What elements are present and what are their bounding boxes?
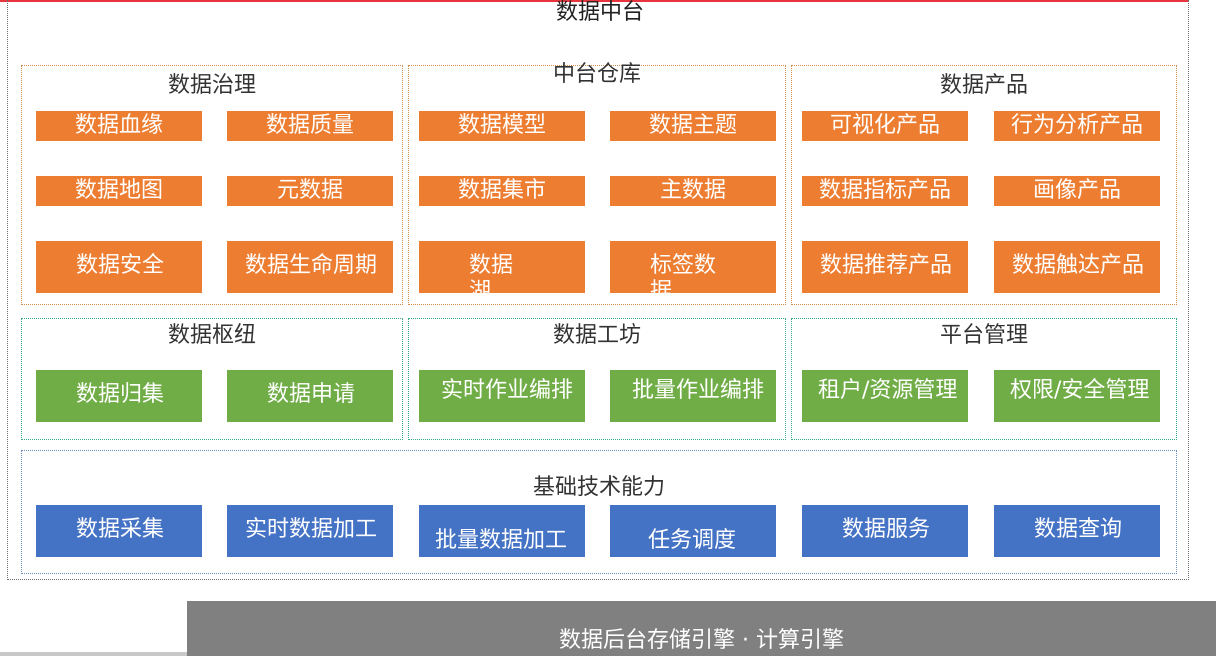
box-data-query: 数据查询 xyxy=(994,505,1160,557)
box-reach-product: 数据触达产品 xyxy=(994,241,1160,293)
box-data-collection: 数据归集 xyxy=(36,370,202,422)
section-platform-management: 平台管理 xyxy=(791,318,1177,440)
backend-engine-bar: 数据后台存储引擎 · 计算引擎 xyxy=(187,601,1216,656)
data-middle-platform xyxy=(7,0,1189,580)
box-data-mart: 数据集市 xyxy=(419,176,585,206)
box-tenant-resource-management: 租户/资源管理 xyxy=(802,370,968,422)
box-data-lake: 数据湖 xyxy=(419,241,585,293)
box-permission-security-management: 权限/安全管理 xyxy=(994,370,1160,422)
box-data-lifecycle: 数据生命周期 xyxy=(227,241,393,293)
top-accent-line xyxy=(0,0,1188,2)
box-batch-processing: 批量数据加工 xyxy=(419,505,585,557)
section-data-workshop: 数据工坊 xyxy=(408,318,786,440)
box-data-lineage: 数据血缘 xyxy=(36,111,202,141)
box-data-model: 数据模型 xyxy=(419,111,585,141)
box-metrics-product: 数据指标产品 xyxy=(802,176,968,206)
section-data-hub: 数据枢纽 xyxy=(21,318,403,440)
box-data-security: 数据安全 xyxy=(36,241,202,293)
box-master-data: 主数据 xyxy=(610,176,776,206)
bottom-edge-line xyxy=(0,652,187,656)
section-warehouse: 中台仓库 xyxy=(408,62,786,305)
section-title-products: 数据产品 xyxy=(939,73,1028,98)
platform-title: 数据中台 xyxy=(555,0,644,25)
box-task-scheduling: 任务调度 xyxy=(610,505,776,557)
box-realtime-job-orchestration: 实时作业编排 xyxy=(419,370,585,422)
box-visualization-product: 可视化产品 xyxy=(802,111,968,141)
box-behavior-analysis-product: 行为分析产品 xyxy=(994,111,1160,141)
section-foundation-capabilities: 基础技术能力 xyxy=(21,450,1177,574)
box-data-service: 数据服务 xyxy=(802,505,968,557)
box-tag-data: 标签数据 xyxy=(610,241,776,293)
box-data-request: 数据申请 xyxy=(227,370,393,422)
section-title-governance: 数据治理 xyxy=(167,73,256,98)
section-title-warehouse: 中台仓库 xyxy=(552,62,641,87)
section-data-products: 数据产品 xyxy=(791,65,1177,305)
section-data-governance: 数据治理 xyxy=(21,65,403,305)
box-batch-job-orchestration: 批量作业编排 xyxy=(610,370,776,422)
box-data-topic: 数据主题 xyxy=(610,111,776,141)
box-profile-product: 画像产品 xyxy=(994,176,1160,206)
box-data-quality: 数据质量 xyxy=(227,111,393,141)
section-title-workshop: 数据工坊 xyxy=(552,323,641,348)
box-data-map: 数据地图 xyxy=(36,176,202,206)
section-title-management: 平台管理 xyxy=(939,323,1028,348)
section-title-hub: 数据枢纽 xyxy=(167,323,256,348)
section-title-foundation: 基础技术能力 xyxy=(532,475,665,500)
box-realtime-processing: 实时数据加工 xyxy=(227,505,393,557)
box-recommend-product: 数据推荐产品 xyxy=(802,241,968,293)
box-metadata: 元数据 xyxy=(227,176,393,206)
box-data-acquisition: 数据采集 xyxy=(36,505,202,557)
